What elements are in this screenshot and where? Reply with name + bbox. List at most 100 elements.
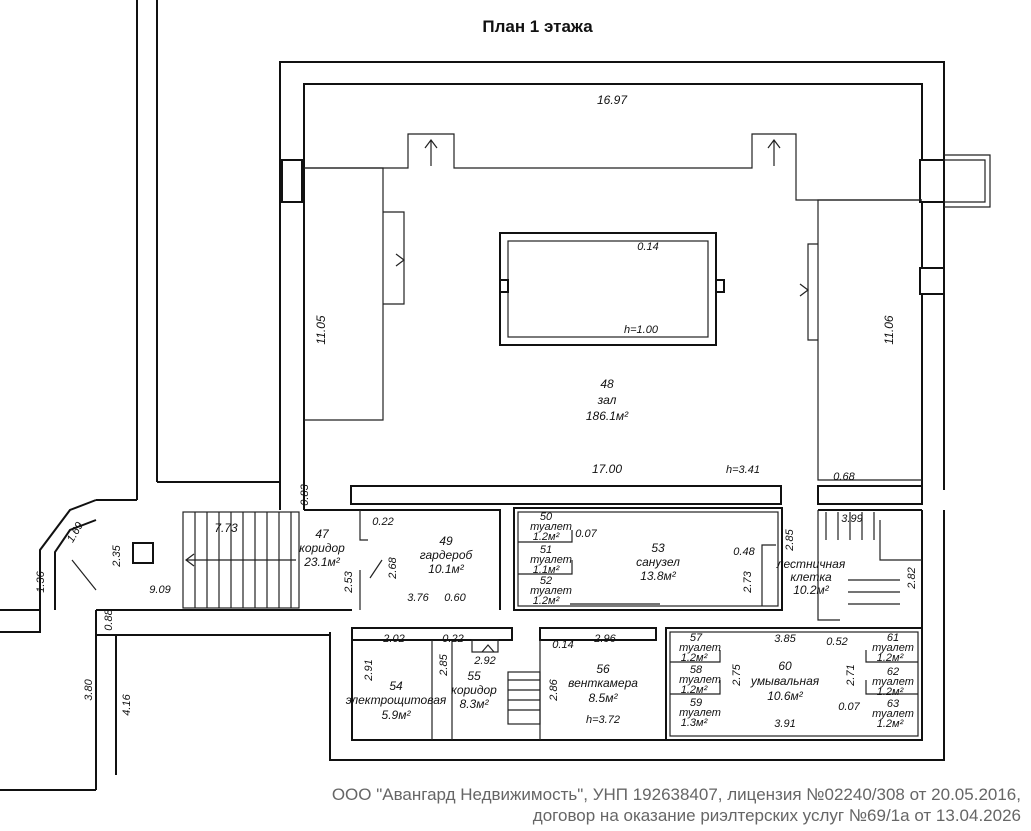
dim-2-82: 2.82 (906, 567, 918, 589)
entrance (0, 499, 154, 633)
room-48-name: зал (597, 393, 617, 407)
dim-2-53: 2.53 (343, 570, 355, 593)
hall-interior (304, 133, 922, 481)
room-58-number: 58 (690, 664, 703, 676)
room-57-name: туалет (679, 642, 721, 654)
room-label-50: 50 туалет 1.2м² (530, 511, 572, 543)
dim-stage-offset: 0.14 (637, 241, 658, 253)
dimension-labels: 16.97 11.05 11.06 17.00 h=3.41 0.14 h=1.… (35, 93, 918, 730)
dim-1-69: 1.69 (65, 520, 86, 545)
dim-0-60: 0.60 (444, 592, 466, 604)
room-57-area: 1.2м² (681, 652, 708, 664)
room-label-52: 52 туалет 1.2м² (530, 575, 572, 607)
dim-9-09: 9.09 (149, 584, 170, 596)
dim-3-85: 3.85 (774, 633, 796, 645)
room-label-55: 55 коридор 8.3м² (451, 669, 497, 711)
room-52-number: 52 (540, 575, 552, 587)
dim-ceiling-3-72: h=3.72 (586, 714, 620, 726)
room-56-area: 8.5м² (589, 691, 619, 705)
footer-line-2: договор на оказание риэлтерских услуг №6… (532, 806, 1021, 825)
room-55-area: 8.3м² (460, 697, 490, 711)
room-50-area: 1.2м² (533, 531, 560, 543)
room-63-area: 1.2м² (877, 718, 904, 730)
plan-title: План 1 этажа (482, 17, 593, 36)
room-59-area: 1.3м² (681, 717, 708, 729)
dim-2-92: 2.92 (473, 655, 495, 667)
dim-4-16: 4.16 (121, 693, 133, 715)
stair-area: 10.2м² (793, 583, 830, 597)
room-51-area: 1.1м² (533, 564, 560, 576)
room-47-name: коридор (299, 541, 345, 555)
dim-0-07a: 0.07 (575, 528, 597, 540)
room-63-name: туалет (872, 708, 914, 720)
room-53-name: санузел (636, 555, 680, 569)
dim-3-91: 3.91 (774, 718, 795, 730)
middle-walls (304, 485, 923, 621)
room-56-name: венткамера (568, 676, 638, 690)
room-47-number: 47 (315, 527, 330, 541)
dim-stage-height: h=1.00 (624, 324, 659, 336)
room-54-area: 5.9м² (382, 708, 412, 722)
room-label-60: 60 умывальная 10.6м² (750, 659, 820, 703)
dim-0-52: 0.52 (826, 636, 847, 648)
dim-0-88: 0.88 (103, 608, 115, 630)
room-49-name: гардероб (420, 548, 474, 562)
dim-2-91: 2.91 (363, 659, 375, 681)
dim-2-68: 2.68 (387, 556, 399, 579)
room-62-name: туалет (872, 676, 914, 688)
room-label-51: 51 туалет 1.1м² (530, 544, 572, 576)
room-label-56: 56 венткамера 8.5м² (568, 662, 638, 705)
room-55-number: 55 (467, 669, 481, 683)
room-label-53: 53 санузел 13.8м² (636, 541, 680, 583)
window-openings (281, 154, 991, 295)
room-label-47: 47 коридор 23.1м² (299, 527, 345, 569)
room-51-number: 51 (540, 544, 552, 556)
dim-3-99: 3.99 (841, 513, 862, 525)
room-52-area: 1.2м² (533, 595, 560, 607)
room-48-number: 48 (600, 377, 614, 391)
room-label-48: 48 зал 186.1м² (586, 377, 629, 423)
room-47-area: 23.1м² (303, 555, 341, 569)
dim-0-22a: 0.22 (372, 516, 393, 528)
dim-2-35: 2.35 (111, 544, 123, 567)
stair-name-line2: клетка (790, 570, 832, 584)
room-label-stair: лестничная клетка 10.2м² (776, 557, 846, 597)
room-63-number: 63 (887, 698, 900, 710)
room-label-57: 57 туалет 1.2м² (679, 632, 721, 664)
dim-0-22b: 0.22 (442, 633, 463, 645)
dim-2-75: 2.75 (731, 663, 743, 686)
dim-7-73: 7.73 (214, 521, 238, 535)
room-60-number: 60 (778, 659, 792, 673)
room-60-area: 10.6м² (767, 689, 804, 703)
room-61-number: 61 (887, 632, 899, 644)
footer-line-1: ООО "Авангард Недвижимость", УНП 1926384… (331, 785, 1021, 804)
room-label-54: 54 электрощитовая 5.9м² (346, 679, 447, 722)
room-59-number: 59 (690, 697, 702, 709)
dim-3-76: 3.76 (407, 592, 429, 604)
dim-hall-height-right: 11.06 (882, 315, 896, 344)
room-52-name: туалет (530, 585, 572, 597)
room-label-61: 61 туалет 1.2м² (872, 632, 914, 664)
room-58-area: 1.2м² (681, 684, 708, 696)
dim-2-85b: 2.85 (438, 653, 450, 676)
dim-2-96: 2.96 (593, 633, 616, 645)
room-label-59: 59 туалет 1.3м² (679, 697, 721, 729)
room-50-name: туалет (530, 521, 572, 533)
room-53-number: 53 (651, 541, 665, 555)
room-54-name: электрощитовая (346, 693, 447, 707)
dim-2-71: 2.71 (845, 664, 857, 686)
dim-hall-ceiling: h=3.41 (726, 464, 760, 476)
room-62-area: 1.2м² (877, 686, 904, 698)
room-49-number: 49 (439, 534, 453, 548)
room-61-name: туалет (872, 642, 914, 654)
dim-2-73: 2.73 (742, 570, 754, 593)
dim-3-80: 3.80 (83, 678, 95, 700)
room-48-area: 186.1м² (586, 409, 629, 423)
dim-hall-width-bottom: 17.00 (592, 462, 622, 476)
room-label-62: 62 туалет 1.2м² (872, 666, 914, 698)
dim-0-48: 0.48 (733, 546, 755, 558)
room-label-63: 63 туалет 1.2м² (872, 698, 914, 730)
room-49-area: 10.1м² (428, 562, 465, 576)
dim-2-86: 2.86 (548, 678, 560, 701)
